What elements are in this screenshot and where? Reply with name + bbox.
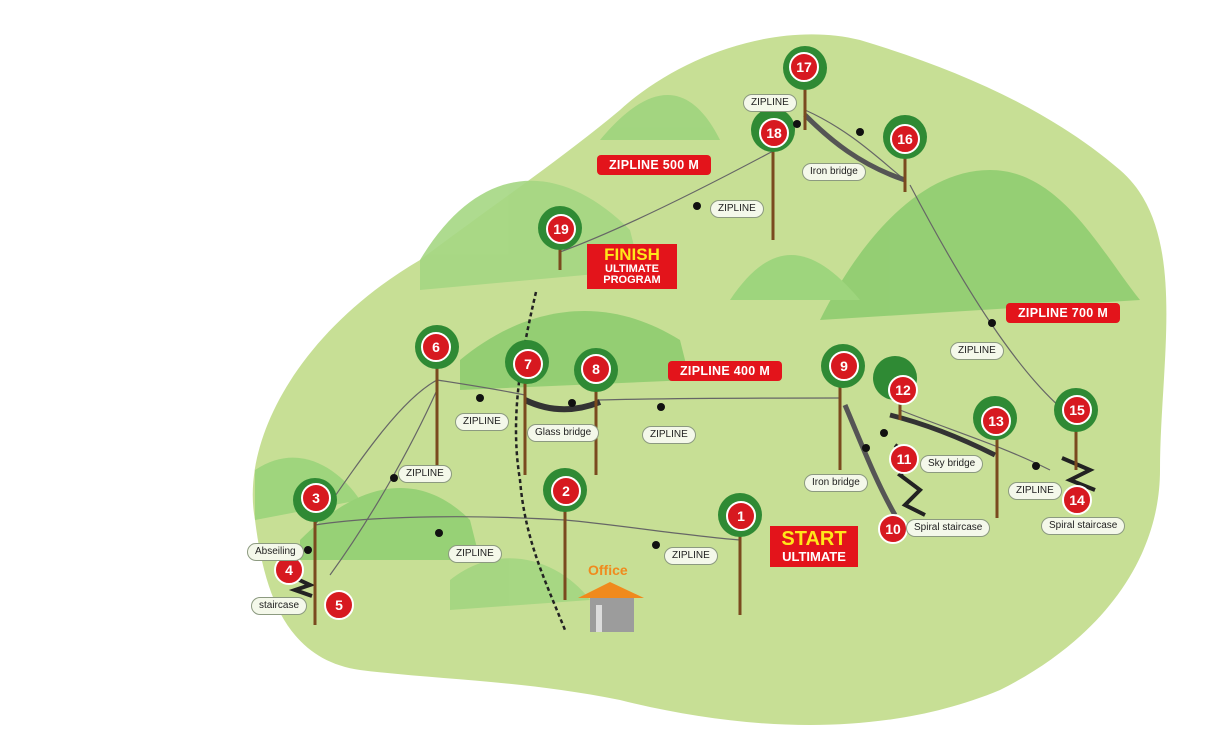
- zipline-label-upper: ZIPLINE: [710, 200, 764, 218]
- zipline-label-700: ZIPLINE: [950, 342, 1004, 360]
- staircase-5: [288, 576, 316, 598]
- sky-bridge: [889, 412, 997, 458]
- station-marker-8: 8: [581, 354, 611, 384]
- staircase-label: staircase: [251, 597, 308, 615]
- station-marker-1: 1: [726, 501, 756, 531]
- station-marker-3: 3: [301, 483, 331, 513]
- zipline-label-2: ZIPLINE: [448, 545, 502, 563]
- station-marker-11: 11: [889, 444, 919, 474]
- zipline-label-8: ZIPLINE: [642, 426, 696, 444]
- office-label: Office: [588, 562, 628, 578]
- station-marker-9: 9: [829, 351, 859, 381]
- station-marker-17: 17: [789, 52, 819, 82]
- station-marker-10: 10: [878, 514, 908, 544]
- station-marker-5: 5: [324, 590, 354, 620]
- start-title: START: [781, 528, 847, 550]
- zipline-400-label: ZIPLINE 400 M: [668, 361, 783, 381]
- office-building: [578, 582, 644, 632]
- spiral-staircase-label-14: Spiral staircase: [1041, 517, 1126, 535]
- station-marker-6: 6: [421, 332, 451, 362]
- zipline-label-17: ZIPLINE: [743, 94, 797, 112]
- zipline-700-label: ZIPLINE 700 M: [1006, 303, 1121, 323]
- zipline-label-6: ZIPLINE: [455, 413, 509, 431]
- iron-bridge-upper: [803, 113, 906, 183]
- station-marker-14: 14: [1062, 485, 1092, 515]
- zipline-label-14: ZIPLINE: [1008, 482, 1062, 500]
- station-marker-19: 19: [546, 214, 576, 244]
- sky-bridge-label: Sky bridge: [920, 455, 984, 473]
- station-marker-7: 7: [513, 349, 543, 379]
- station-marker-2: 2: [551, 476, 581, 506]
- glass-bridge: [523, 397, 602, 413]
- start-flag: START ULTIMATE: [770, 526, 858, 567]
- zipline-label-3: ZIPLINE: [398, 465, 452, 483]
- glass-bridge-label: Glass bridge: [527, 424, 600, 442]
- station-marker-16: 16: [890, 124, 920, 154]
- finish-line2: ULTIMATE: [605, 262, 659, 275]
- finish-title: FINISH: [604, 245, 660, 264]
- abseiling-label: Abseiling: [247, 543, 304, 561]
- spiral-staircase-label-10: Spiral staircase: [906, 519, 991, 537]
- start-subtitle: ULTIMATE: [782, 549, 846, 564]
- iron-bridge-lower: [842, 404, 898, 517]
- zipline-label-1: ZIPLINE: [664, 547, 718, 565]
- iron-bridge-label-upper: Iron bridge: [802, 163, 866, 181]
- zipline-500-label: ZIPLINE 500 M: [597, 155, 712, 175]
- iron-bridge-label-lower: Iron bridge: [804, 474, 868, 492]
- zipline-riders: [304, 120, 1040, 554]
- finish-flag: FINISH ULTIMATE PROGRAM: [587, 244, 677, 289]
- station-marker-18: 18: [759, 118, 789, 148]
- finish-line3: PROGRAM: [603, 274, 661, 287]
- station-marker-13: 13: [981, 406, 1011, 436]
- station-marker-12: 12: [888, 375, 918, 405]
- station-marker-15: 15: [1062, 395, 1092, 425]
